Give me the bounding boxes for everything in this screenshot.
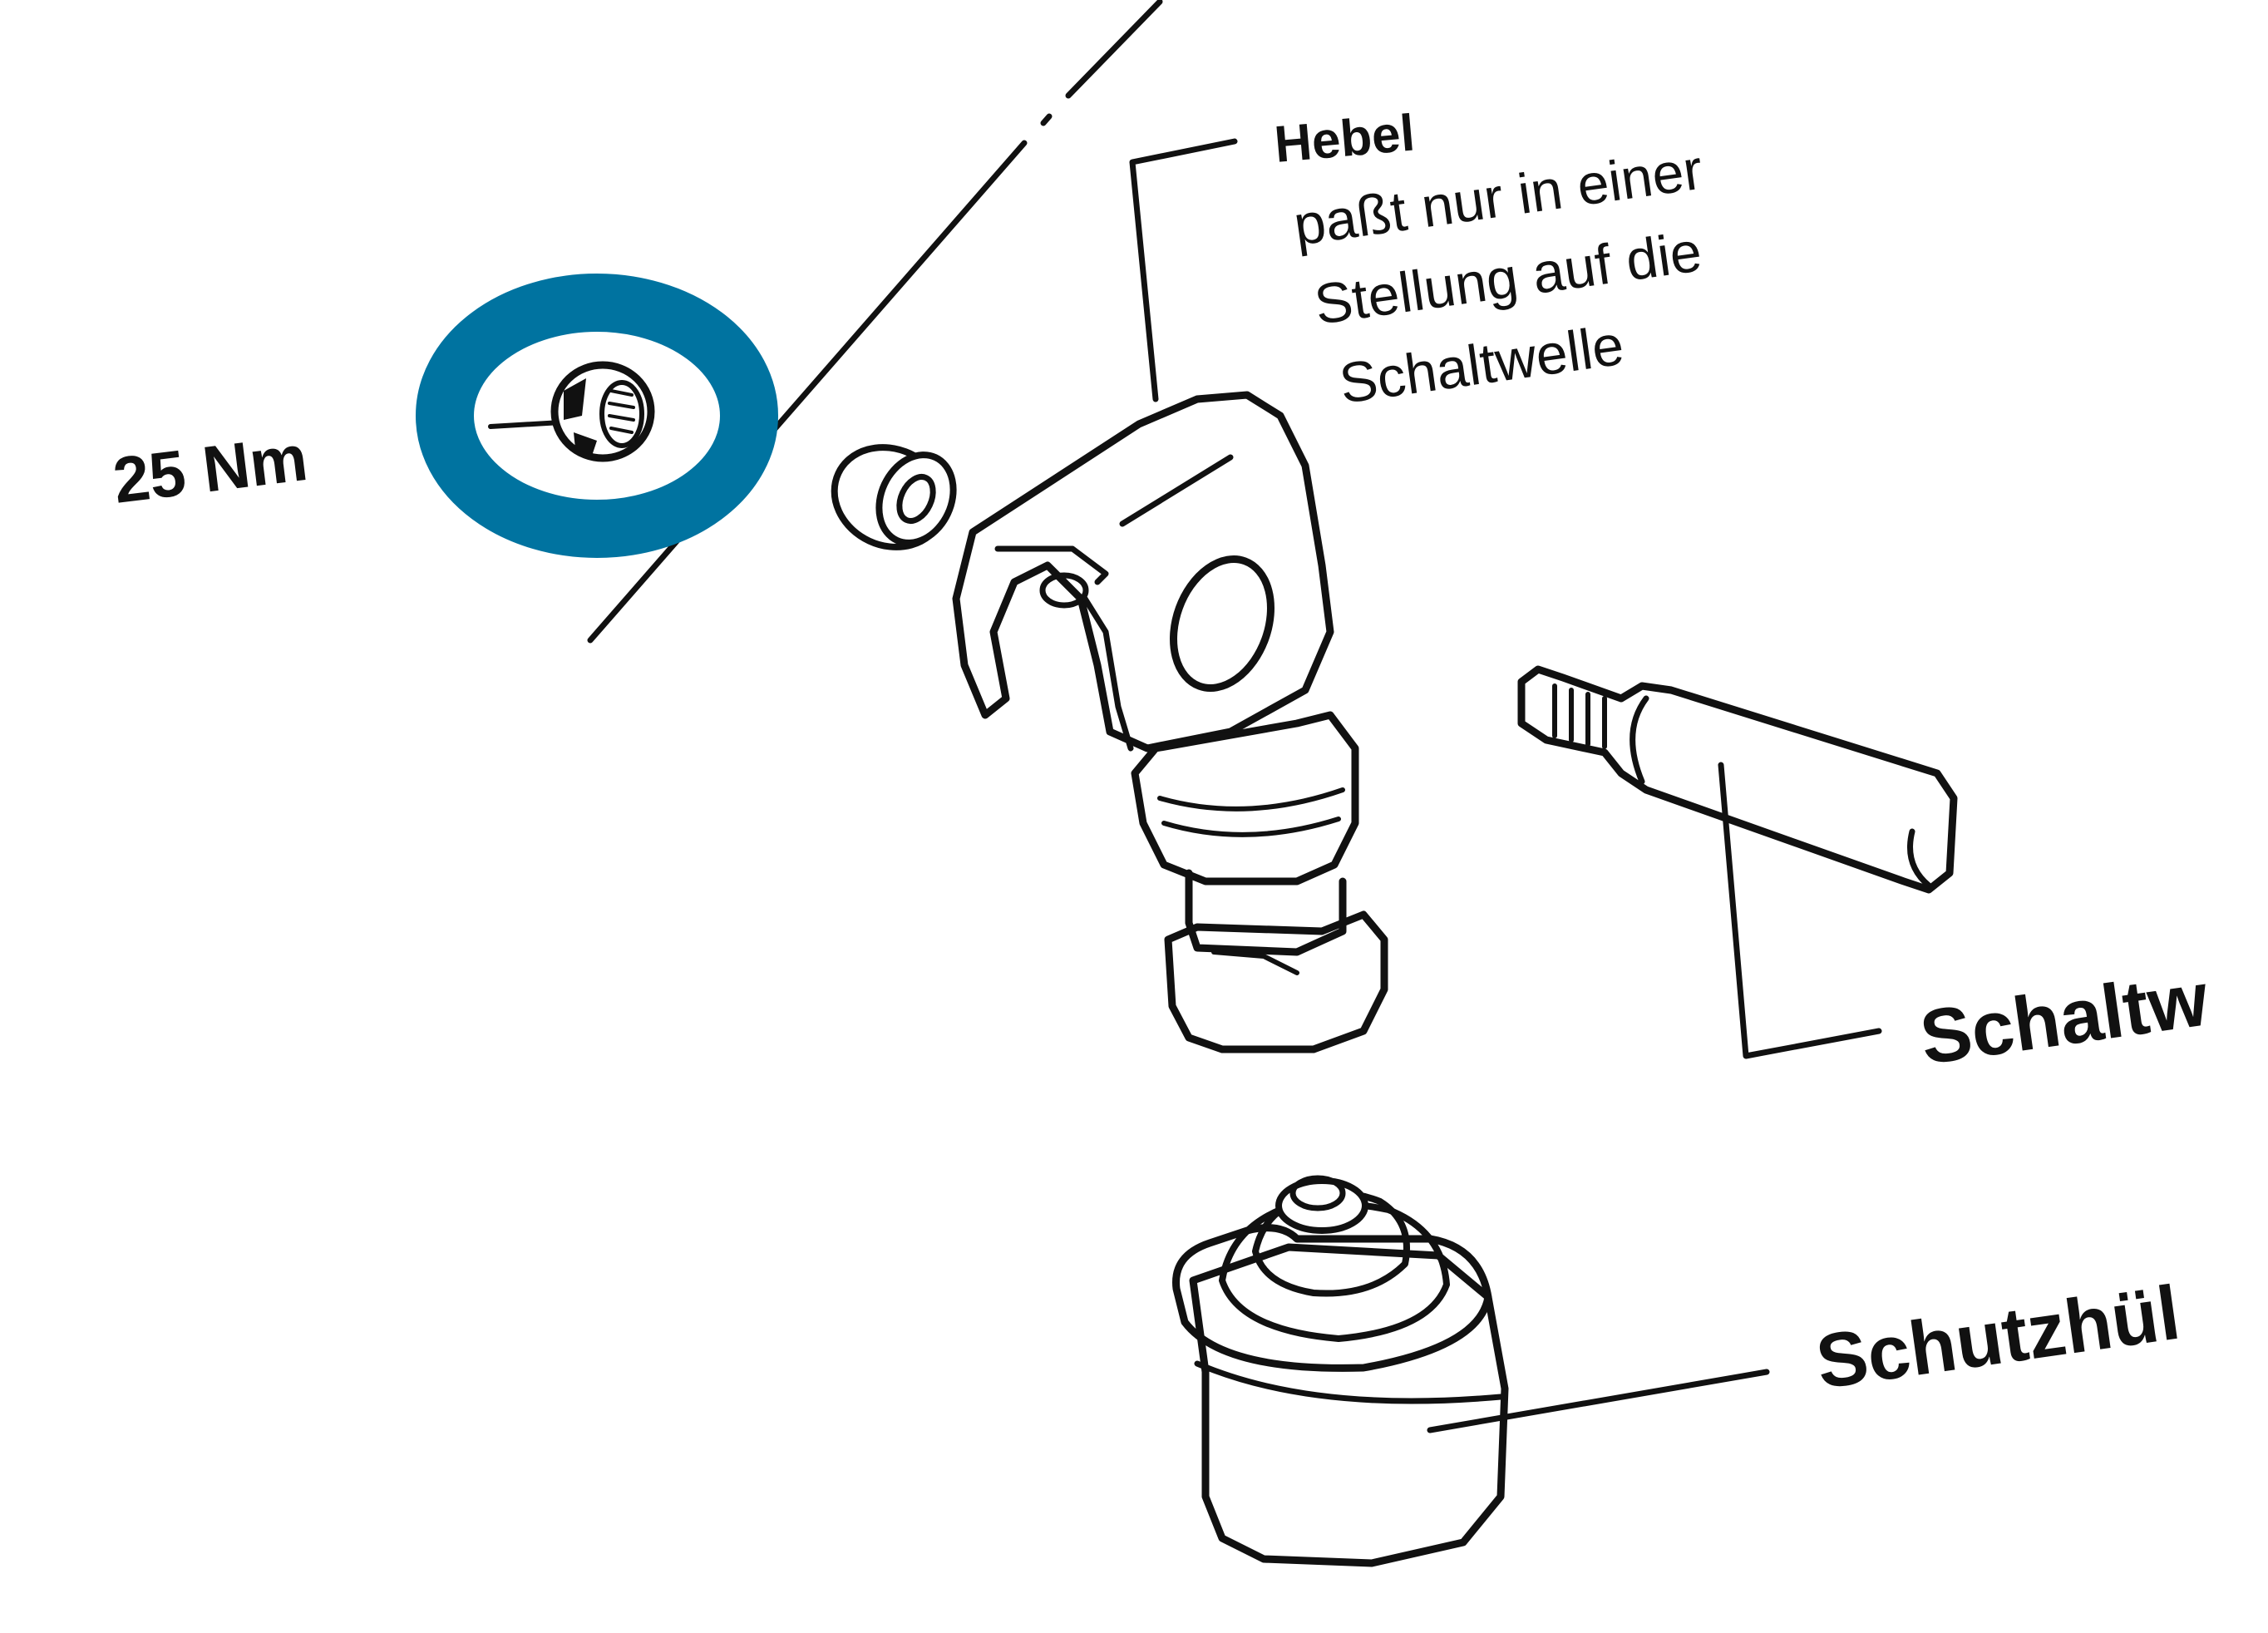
- washer-icon: [831, 444, 957, 550]
- lever-shaft-icon: [1131, 711, 1388, 1053]
- schaltwelle-leader-line: [1718, 762, 1882, 1059]
- hebel-callout: Hebel paßt nur in einer Stellung auf die…: [1272, 104, 1706, 415]
- axis-line: [587, 0, 1163, 644]
- protective-boot-icon: [1172, 1175, 1509, 1567]
- hebel-note-line-3: Schaltwelle: [1336, 313, 1628, 416]
- hebel-title: Hebel: [1272, 104, 1417, 173]
- schutzhuelle-label: Schutzhül: [1812, 1270, 2185, 1405]
- schutzhuelle-leader-line: [1427, 1369, 1770, 1433]
- nut-highlight-ring: [416, 274, 778, 558]
- shift-shaft-icon: [1517, 665, 1958, 894]
- torque-label: 25 Nm: [109, 421, 311, 517]
- nut-icon: [488, 361, 655, 462]
- schaltwelle-label: Schaltw: [1915, 956, 2214, 1080]
- lever-part-icon: [952, 391, 1334, 752]
- hebel-leader-line: [1129, 138, 1238, 402]
